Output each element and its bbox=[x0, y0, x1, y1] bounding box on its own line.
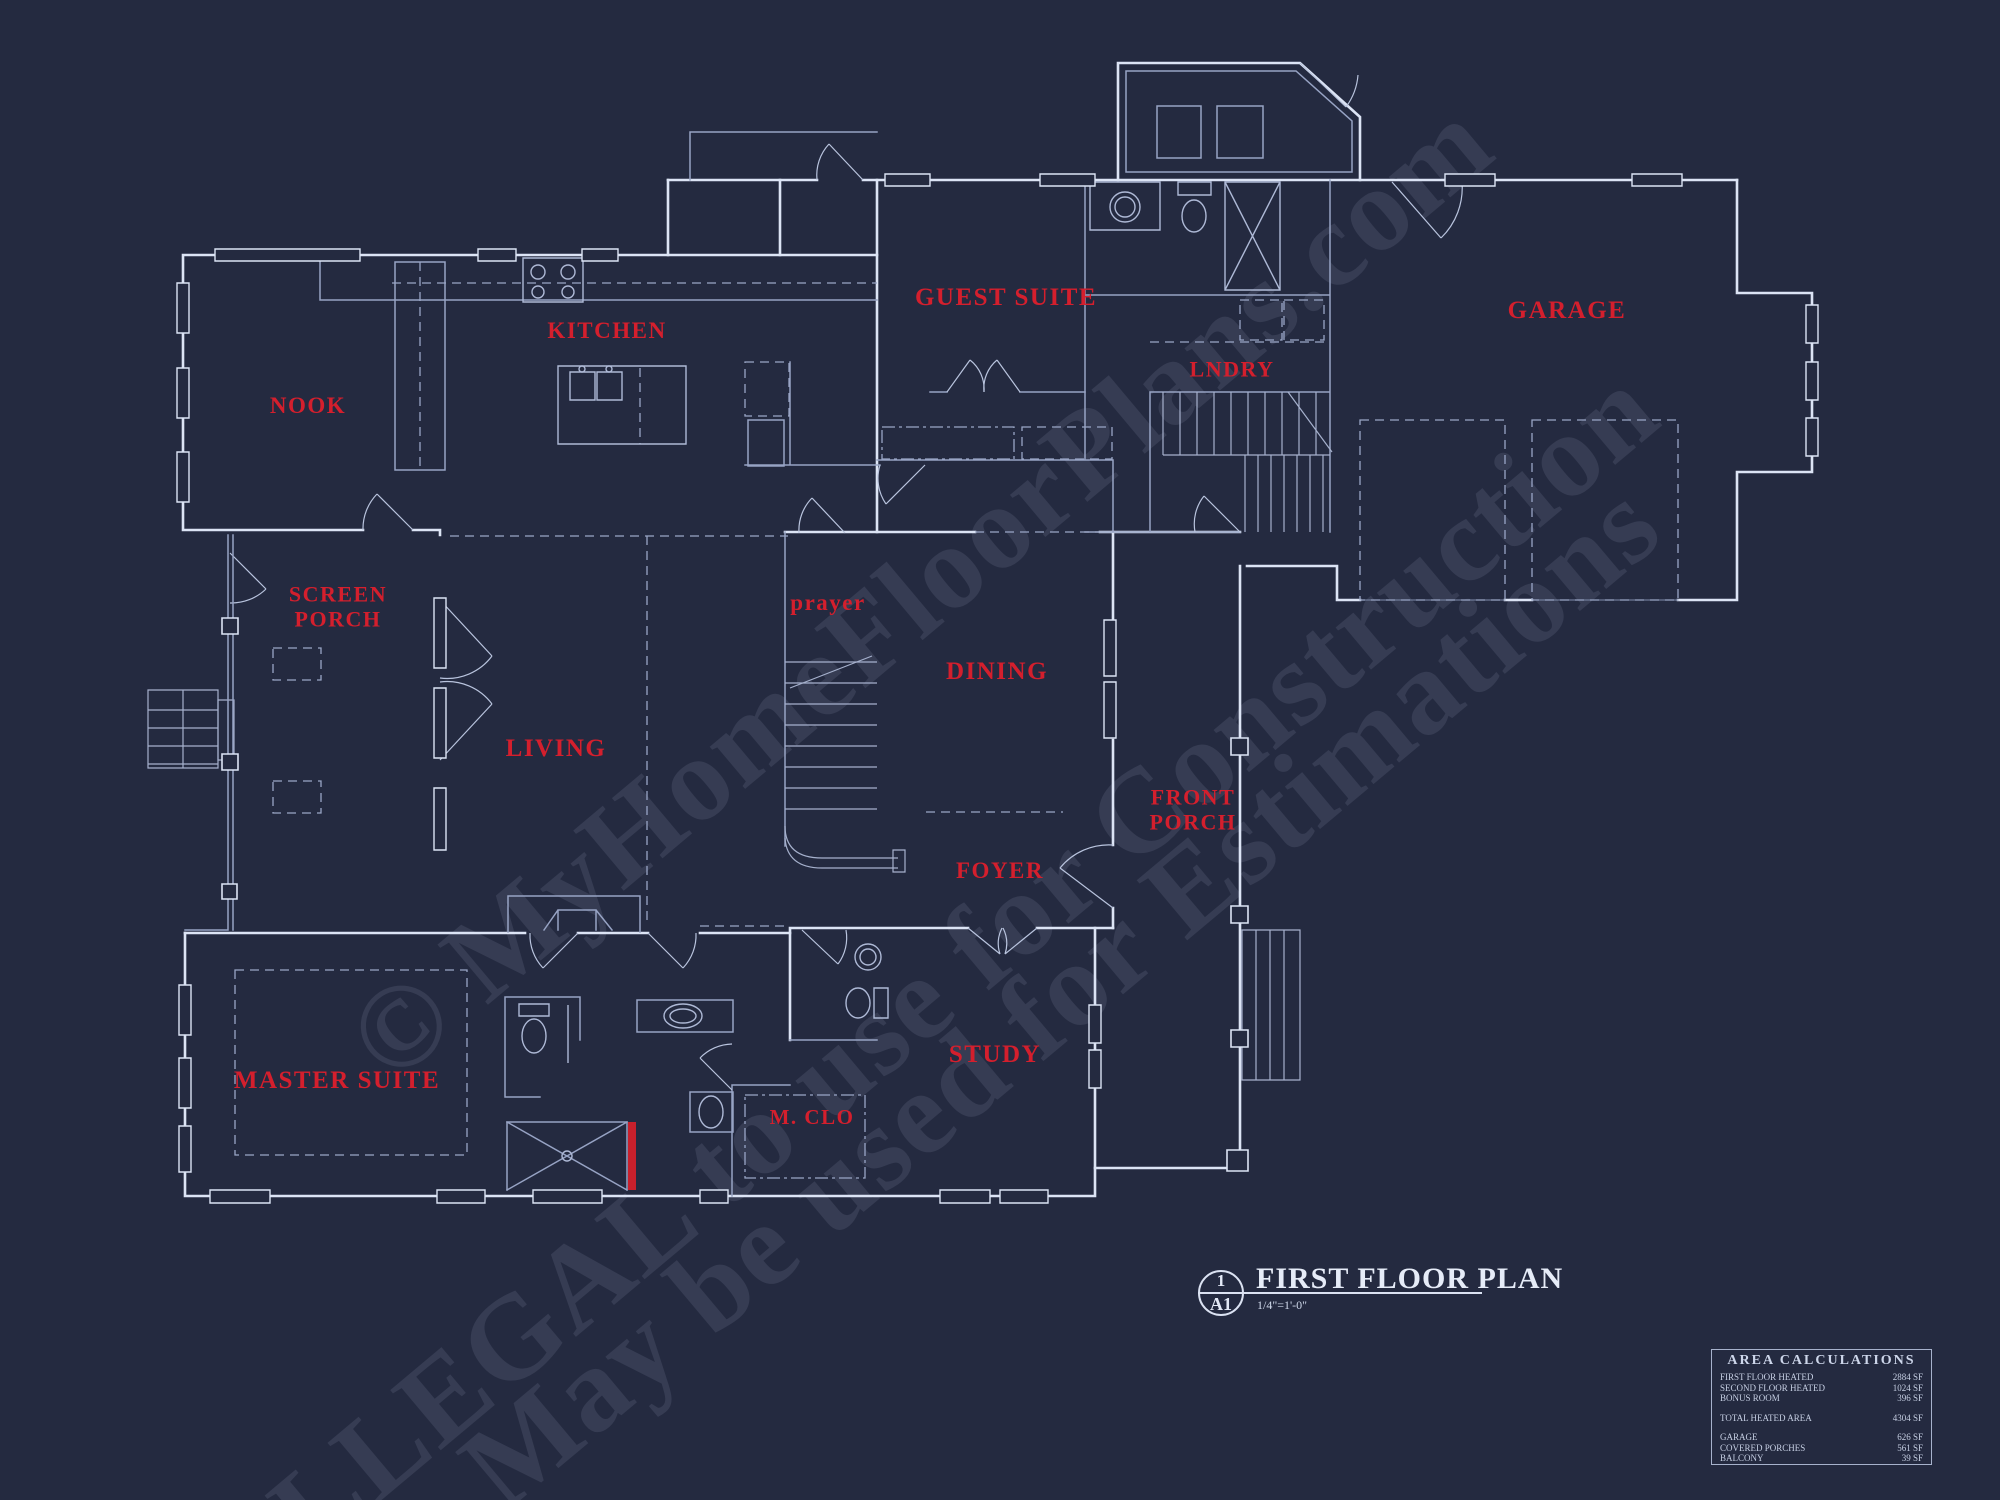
area-table-title: AREA CALCULATIONS bbox=[1727, 1353, 1916, 1368]
row-value: 626 SF bbox=[1897, 1432, 1923, 1442]
powder-toilet-icon bbox=[846, 988, 888, 1018]
door-swings bbox=[230, 63, 1462, 1090]
master-toilet-icon bbox=[519, 1004, 568, 1063]
room-label-screen-porch: SCREEN PORCH bbox=[288, 581, 388, 631]
guest-bath-toilet-icon bbox=[1178, 182, 1211, 232]
washer-icon bbox=[1240, 300, 1282, 340]
room-label-lndry: LNDRY bbox=[1189, 356, 1275, 382]
detail-bubble bbox=[1198, 1270, 1244, 1316]
row-value: 39 SF bbox=[1901, 1453, 1923, 1463]
exterior-walls bbox=[183, 63, 1812, 1196]
area-calculations-table: AREA CALCULATIONS FIRST FLOOR HEATED 288… bbox=[1711, 1349, 1932, 1465]
detail-number: 1 bbox=[1216, 1271, 1226, 1290]
dash-dot-casework bbox=[745, 427, 1014, 1178]
drawing-title: FIRST FLOOR PLAN bbox=[1256, 1262, 1564, 1295]
master-sink2-icon bbox=[699, 1096, 723, 1128]
interior-walls bbox=[320, 71, 1678, 1196]
screen-porch-wall bbox=[185, 535, 238, 930]
room-label-prayer: prayer bbox=[790, 590, 866, 616]
row-value: 561 SF bbox=[1897, 1442, 1923, 1453]
stairs bbox=[148, 392, 1332, 1080]
row-label: GARAGE bbox=[1720, 1432, 1758, 1442]
row-label: COVERED PORCHES bbox=[1720, 1442, 1806, 1453]
master-sink-icon bbox=[664, 1004, 702, 1028]
accent-wall-red bbox=[628, 1122, 636, 1190]
room-label-garage: GARAGE bbox=[1507, 297, 1627, 324]
porch-posts bbox=[1227, 738, 1248, 1171]
table-row: BONUS ROOM 396 SF bbox=[1720, 1393, 1923, 1404]
room-label-master-suite: MASTER SUITE bbox=[233, 1067, 441, 1094]
room-label-living: LIVING bbox=[505, 735, 607, 762]
row-value: 2884 SF bbox=[1892, 1372, 1923, 1382]
garage-stall bbox=[1360, 420, 1505, 600]
stove-icon bbox=[523, 258, 583, 302]
table-row-total: TOTAL HEATED AREA 4304 SF bbox=[1720, 1413, 1923, 1424]
table-row: FIRST FLOOR HEATED 2884 SF bbox=[1720, 1372, 1923, 1383]
table-row: BALCONY 39 SF bbox=[1720, 1453, 1923, 1464]
windows bbox=[177, 174, 1818, 1203]
row-label: TOTAL HEATED AREA bbox=[1720, 1412, 1812, 1423]
room-label-kitchen: KITCHEN bbox=[547, 318, 667, 344]
powder-sink-icon bbox=[855, 944, 881, 970]
island-sink-icon bbox=[558, 366, 686, 444]
row-label: BALCONY bbox=[1720, 1453, 1764, 1463]
mud-bench bbox=[882, 427, 1014, 459]
shower-drain-icon bbox=[562, 1151, 572, 1161]
fixtures bbox=[519, 182, 1280, 1161]
guest-bath-sink-icon bbox=[1090, 182, 1160, 230]
table-row: COVERED PORCHES 561 SF bbox=[1720, 1443, 1923, 1454]
room-label-study: STUDY bbox=[948, 1041, 1042, 1068]
row-value: 1024 SF bbox=[1892, 1382, 1923, 1393]
row-label: SECOND FLOOR HEATED bbox=[1720, 1382, 1826, 1393]
room-label-m-clo: M. CLO bbox=[769, 1105, 855, 1130]
sheet-reference: A1 bbox=[1210, 1294, 1232, 1314]
dashed-lines bbox=[235, 262, 1678, 1155]
room-label-guest-suite: GUEST SUITE bbox=[914, 284, 1098, 311]
room-label-nook: NOOK bbox=[269, 393, 347, 419]
dryer-icon bbox=[1284, 300, 1324, 340]
closet-shelving bbox=[745, 1095, 865, 1178]
title-rule bbox=[1198, 1292, 1482, 1294]
room-label-foyer: FOYER bbox=[956, 858, 1044, 884]
room-label-dining: DINING bbox=[945, 658, 1049, 685]
row-label: FIRST FLOOR HEATED bbox=[1720, 1372, 1814, 1382]
drawing-scale: 1/4"=1'-0" bbox=[1257, 1298, 1308, 1312]
guest-bath-shower-icon bbox=[1225, 182, 1280, 290]
row-value: 4304 SF bbox=[1892, 1412, 1923, 1423]
row-value: 396 SF bbox=[1897, 1393, 1923, 1403]
room-label-front-porch: FRONT PORCH bbox=[1149, 784, 1237, 834]
row-label: BONUS ROOM bbox=[1720, 1393, 1780, 1403]
table-row: SECOND FLOOR HEATED 1024 SF bbox=[1720, 1383, 1923, 1394]
garage-stall bbox=[1532, 420, 1678, 600]
table-row: GARAGE 626 SF bbox=[1720, 1432, 1923, 1443]
